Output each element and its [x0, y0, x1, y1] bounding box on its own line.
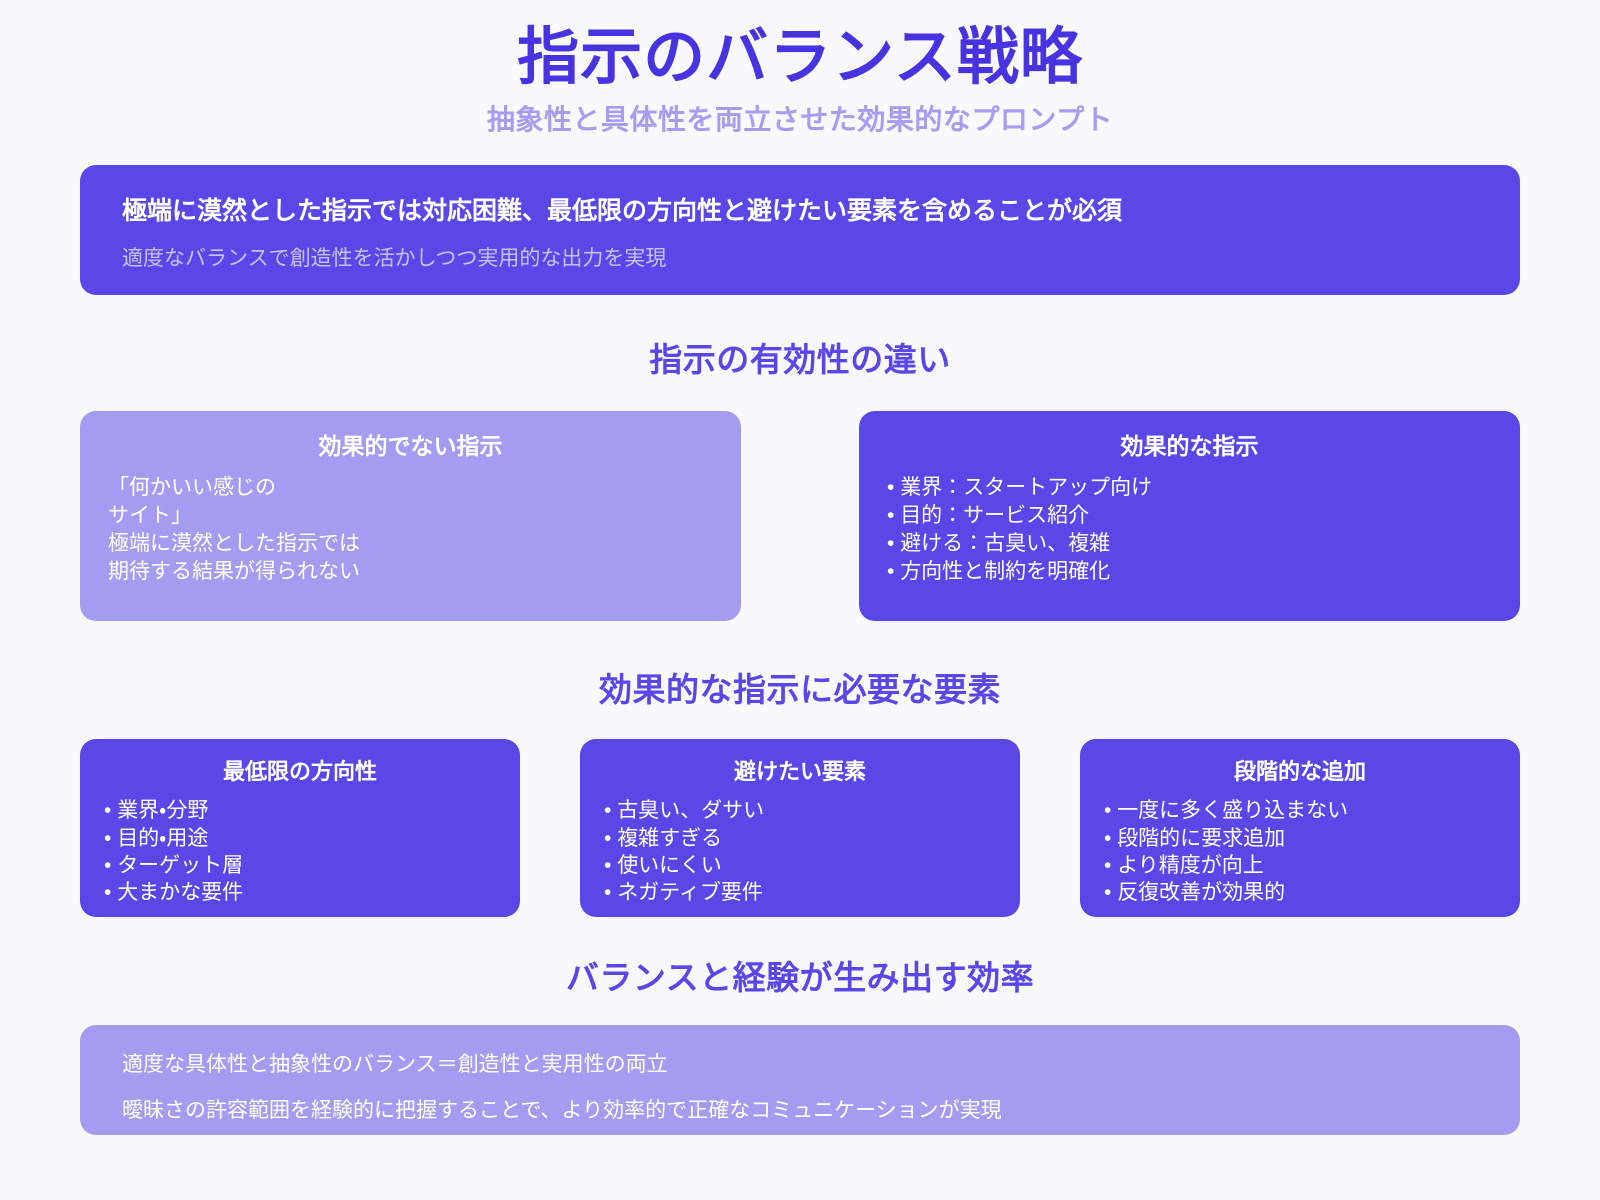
- hero-headline: 極端に漠然とした指示では対応困難、最低限の方向性と避けたい要素を含めることが必須: [122, 196, 1123, 225]
- card-body-effective: 業界：スタートアップ向け 目的：サービス紹介 避ける：古臭い、複雑 方向性と制約…: [887, 474, 1492, 586]
- card-title-effective: 効果的な指示: [1120, 432, 1259, 459]
- list-item: 反復改善が効果的: [1104, 879, 1496, 906]
- comparison-row: 効果的でない指示 「何かいい感じの サイト」 極端に漠然とした指示では 期待する…: [80, 410, 1520, 621]
- section-heading-conclusion: バランスと経験が生み出す効率: [565, 958, 1035, 996]
- list-item: ネガティブ要件: [604, 879, 996, 906]
- conclusion-panel: 適度な具体性と抽象性のバランス＝創造性と実用性の両立 曖昧さの許容範囲を経験的に…: [80, 1024, 1520, 1135]
- list-item: 一度に多く盛り込まない: [1104, 797, 1496, 824]
- card-body-incremental-addition: 一度に多く盛り込まない 段階的に要求追加 より精度が向上 反復改善が効果的: [1104, 797, 1496, 906]
- card-minimum-direction: 最低限の方向性 業界・分野 目的・用途 ターゲット層 大まかな要件: [80, 738, 520, 917]
- section-heading-comparison: 指示の有効性の違い: [649, 340, 951, 378]
- card-avoid-elements: 避けたい要素 古臭い、ダサい 複雑すぎる 使いにくい ネガティブ要件: [580, 738, 1020, 917]
- page-header: 指示のバランス戦略 抽象性と具体性を両立させた効果的なプロンプト: [80, 0, 1520, 137]
- list-item: 段階的に要求追加: [1104, 825, 1496, 852]
- card-body-avoid-elements: 古臭い、ダサい 複雑すぎる 使いにくい ネガティブ要件: [604, 797, 996, 906]
- list-item: 方向性と制約を明確化: [887, 558, 1492, 586]
- hero-banner: 極端に漠然とした指示では対応困難、最低限の方向性と避けたい要素を含めることが必須…: [80, 164, 1520, 295]
- conclusion-line-1: 適度な具体性と抽象性のバランス＝創造性と実用性の両立: [122, 1052, 668, 1076]
- list-item: 業界・分野: [104, 797, 496, 824]
- card-title-minimum-direction: 最低限の方向性: [222, 758, 377, 784]
- card-body-minimum-direction: 業界・分野 目的・用途 ターゲット層 大まかな要件: [104, 797, 496, 906]
- list-item: 目的・用途: [104, 825, 496, 852]
- card-ineffective-instruction: 効果的でない指示 「何かいい感じの サイト」 極端に漠然とした指示では 期待する…: [80, 410, 741, 621]
- list-item: 期待する結果が得られない: [108, 560, 360, 584]
- page-title: 指示のバランス戦略: [517, 23, 1083, 92]
- list-item: 極端に漠然とした指示では: [108, 532, 360, 556]
- list-item: 目的：サービス紹介: [887, 502, 1492, 530]
- list-item: ターゲット層: [104, 852, 496, 879]
- list-item: 複雑すぎる: [604, 825, 996, 852]
- list-item: 古臭い、ダサい: [604, 797, 996, 824]
- card-effective-instruction: 効果的な指示 業界：スタートアップ向け 目的：サービス紹介 避ける：古臭い、複雑…: [859, 410, 1520, 621]
- card-title-ineffective: 効果的でない指示: [318, 432, 503, 459]
- list-item: 大まかな要件: [104, 879, 496, 906]
- list-item: 避ける：古臭い、複雑: [887, 530, 1492, 558]
- list-item: サイト」: [108, 504, 192, 528]
- section-heading-elements: 効果的な指示に必要な要素: [599, 670, 1001, 708]
- card-title-avoid-elements: 避けたい要素: [733, 758, 866, 784]
- list-item: 業界：スタートアップ向け: [887, 474, 1492, 502]
- list-item: 「何かいい感じの: [108, 476, 276, 500]
- card-body-ineffective: 「何かいい感じの サイト」 極端に漠然とした指示では 期待する結果が得られない: [108, 474, 713, 586]
- page-subtitle: 抽象性と具体性を両立させた効果的なプロンプト: [486, 104, 1114, 136]
- elements-row: 最低限の方向性 業界・分野 目的・用途 ターゲット層 大まかな要件 避けたい要素…: [80, 738, 1520, 917]
- list-item: より精度が向上: [1104, 852, 1496, 879]
- conclusion-line-2: 曖昧さの許容範囲を経験的に把握することで、より効率的で正確なコミュニケーションが…: [122, 1099, 1002, 1123]
- card-incremental-addition: 段階的な追加 一度に多く盛り込まない 段階的に要求追加 より精度が向上 反復改善…: [1080, 738, 1520, 917]
- hero-subtext: 適度なバランスで創造性を活かしつつ実用的な出力を実現: [122, 247, 667, 271]
- card-title-incremental-addition: 段階的な追加: [1233, 758, 1366, 784]
- list-item: 使いにくい: [604, 852, 996, 879]
